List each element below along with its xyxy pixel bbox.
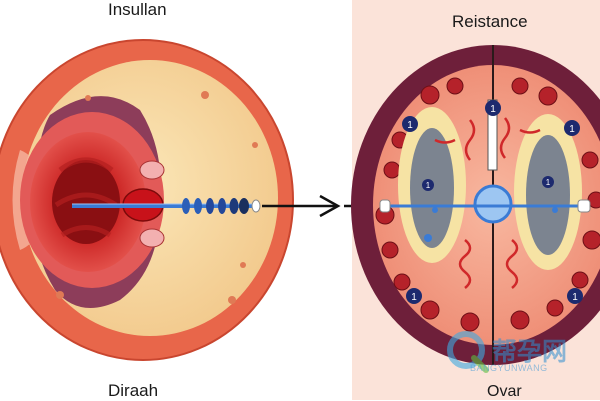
left-bump: [139, 228, 165, 248]
badge: 1: [406, 288, 422, 304]
left-dot: [56, 291, 64, 299]
badge: 1: [402, 116, 418, 132]
badge-text: 1: [426, 181, 431, 190]
label-diraah: Diraah: [108, 381, 159, 400]
badge-text: 1: [407, 120, 413, 131]
badge: 1: [485, 100, 501, 116]
right-lobe-right-core: [526, 135, 570, 255]
badge: 1: [542, 176, 554, 188]
left-dot: [240, 262, 246, 268]
badge-text: 1: [490, 104, 496, 115]
badge-text: 1: [411, 292, 417, 303]
watermark-text: 帮孕网: [492, 337, 568, 366]
badge-text: 1: [569, 124, 575, 135]
right-marker: [552, 207, 558, 213]
left-dot: [201, 91, 209, 99]
right-vessels: [434, 117, 541, 289]
badge-text: 1: [546, 178, 551, 187]
right-marker: [424, 234, 432, 242]
left-organ: [0, 39, 294, 361]
left-dot: [252, 142, 258, 148]
badge: 1: [567, 288, 583, 304]
left-dot: [228, 296, 236, 304]
right-marker: [432, 207, 438, 213]
right-center-ring: [473, 184, 513, 224]
right-probe-start: [379, 199, 391, 213]
left-core-ridges: [54, 157, 118, 238]
left-core-inner: [52, 160, 120, 244]
right-probe-end: [577, 199, 591, 213]
badge: 1: [422, 179, 434, 191]
right-cells: [375, 77, 600, 332]
left-bump: [139, 160, 165, 180]
left-probe-beads: [182, 198, 261, 214]
q-logo-icon: [447, 331, 489, 373]
label-insullan: Insullan: [108, 0, 167, 19]
left-dot: [85, 95, 91, 101]
label-reistance: Reistance: [452, 12, 528, 31]
right-center-white: [487, 99, 498, 171]
badge: 1: [564, 120, 580, 136]
label-ovar: Ovar: [487, 383, 522, 400]
badge-text: 1: [572, 292, 578, 303]
watermark-subtext: BANGYUNWANG: [470, 363, 548, 373]
